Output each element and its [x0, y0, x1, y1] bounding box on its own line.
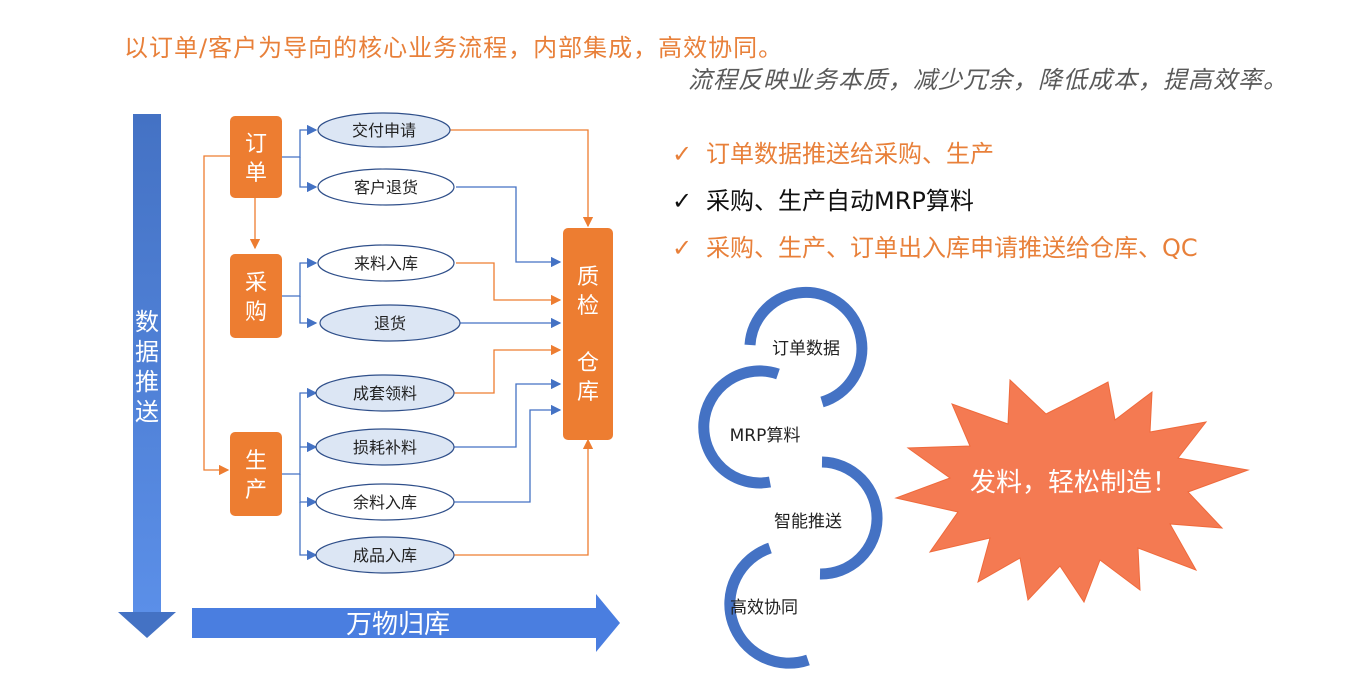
oval-label: 损耗补料: [353, 438, 417, 457]
bullet-text: 采购、生产自动MRP算料: [706, 187, 974, 215]
check-icon: ✓: [672, 187, 693, 215]
production-box: 生 产: [230, 432, 282, 516]
purchase-item-ovals: 来料入库 退货: [317, 244, 461, 342]
purchase-box-char: 采: [245, 271, 267, 296]
check-icon: ✓: [672, 234, 693, 262]
connector-lines: [203, 124, 594, 561]
cycle-label: MRP算料: [730, 426, 801, 446]
cycle-label: 智能推送: [774, 512, 842, 532]
oval-label: 余料入库: [353, 493, 417, 512]
subline: 流程反映业务本质，减少冗余，降低成本，提高效率。: [688, 66, 1288, 94]
data-push-char: 推: [135, 368, 159, 396]
qc-box-char: 检: [577, 294, 599, 319]
check-icon: ✓: [672, 140, 693, 168]
production-box-char: 生: [245, 449, 267, 474]
bullet-1: ✓ 订单数据推送给采购、生产: [672, 134, 994, 169]
bullet-2: ✓ 采购、生产自动MRP算料: [672, 181, 974, 216]
qc-warehouse-box: 质 检 仓 库: [563, 228, 613, 440]
oval-label: 客户退货: [354, 178, 418, 197]
headline: 以订单/客户为导向的核心业务流程，内部集成，高效协同。: [124, 34, 784, 62]
warehouse-box-char: 仓: [577, 351, 599, 376]
data-push-char: 数: [135, 308, 159, 336]
production-box-char: 产: [245, 478, 267, 503]
oval-label: 退货: [374, 314, 406, 333]
data-push-arrow: 数 据 推 送: [118, 114, 176, 638]
production-item-ovals: 成套领料 损耗补料 余料入库 成品入库: [315, 374, 455, 574]
cycle-label: 高效协同: [730, 598, 798, 618]
oval-label: 交付申请: [352, 121, 416, 140]
warehouse-box-char: 库: [577, 380, 599, 405]
qc-box-char: 质: [577, 265, 599, 290]
order-box-char: 订: [245, 132, 267, 157]
order-box: 订 单: [230, 116, 282, 198]
cycle-label: 订单数据: [772, 339, 840, 359]
oval-label: 成套领料: [353, 384, 417, 403]
order-item-ovals: 交付申请 客户退货: [317, 112, 455, 206]
purchase-box-char: 购: [245, 300, 267, 325]
all-to-warehouse-label: 万物归库: [346, 610, 450, 640]
order-box-char: 单: [245, 161, 267, 186]
data-push-char: 送: [135, 398, 159, 426]
bullet-3: ✓ 采购、生产、订单出入库申请推送给仓库、QC: [672, 228, 1198, 263]
oval-label: 来料入库: [354, 254, 418, 273]
bullet-text: 采购、生产、订单出入库申请推送给仓库、QC: [706, 234, 1198, 262]
oval-label: 成品入库: [353, 546, 417, 565]
cycle-arcs: [698, 286, 883, 669]
all-to-warehouse-arrow: 万物归库: [192, 594, 620, 652]
bullet-text: 订单数据推送给采购、生产: [706, 140, 994, 168]
burst-text: 发料，轻松制造！: [970, 468, 1178, 498]
starburst-callout: 发料，轻松制造！: [894, 378, 1250, 604]
purchase-box: 采 购: [230, 254, 282, 338]
data-push-char: 据: [135, 338, 159, 366]
